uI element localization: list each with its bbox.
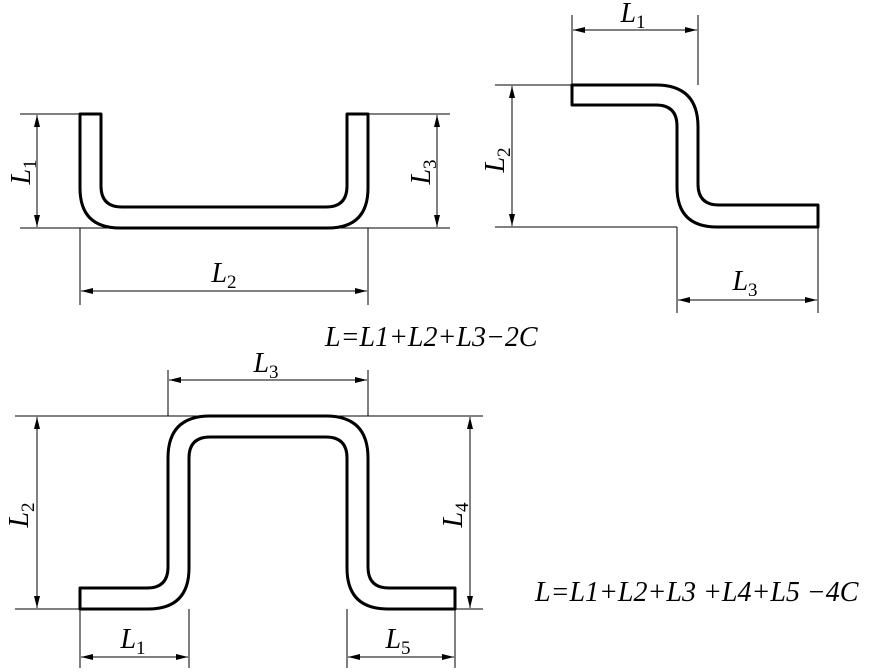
u-channel-label-l2: L2	[210, 258, 236, 293]
z-part-figure: L1 L2 L3	[480, 0, 820, 313]
u-channel-label-l3: L3	[406, 159, 441, 185]
hat-part-label-l4: L4	[438, 502, 473, 529]
z-part-label-l2: L2	[480, 147, 515, 173]
hat-part-label-l5: L5	[384, 624, 410, 659]
z-part-label-l1: L1	[619, 0, 645, 33]
u-channel-figure: L1 L3 L2	[6, 112, 450, 305]
z-part-label-l3: L3	[731, 266, 757, 301]
u-channel-outline	[78, 112, 370, 230]
z-part-outline	[570, 83, 820, 229]
hat-part-label-l3: L3	[252, 348, 278, 383]
formula-1: L=L1+L2+L3−2C	[324, 322, 538, 353]
hat-part-label-l2: L2	[4, 502, 39, 528]
formula-2: L=L1+L2+L3 +L4+L5 −4C	[534, 577, 859, 608]
hat-part-label-l1: L1	[119, 624, 145, 659]
hat-part-figure: L3 L2 L4 L1 L5	[4, 348, 483, 668]
hat-part-outline	[78, 414, 457, 611]
u-channel-label-l1: L1	[6, 159, 41, 185]
